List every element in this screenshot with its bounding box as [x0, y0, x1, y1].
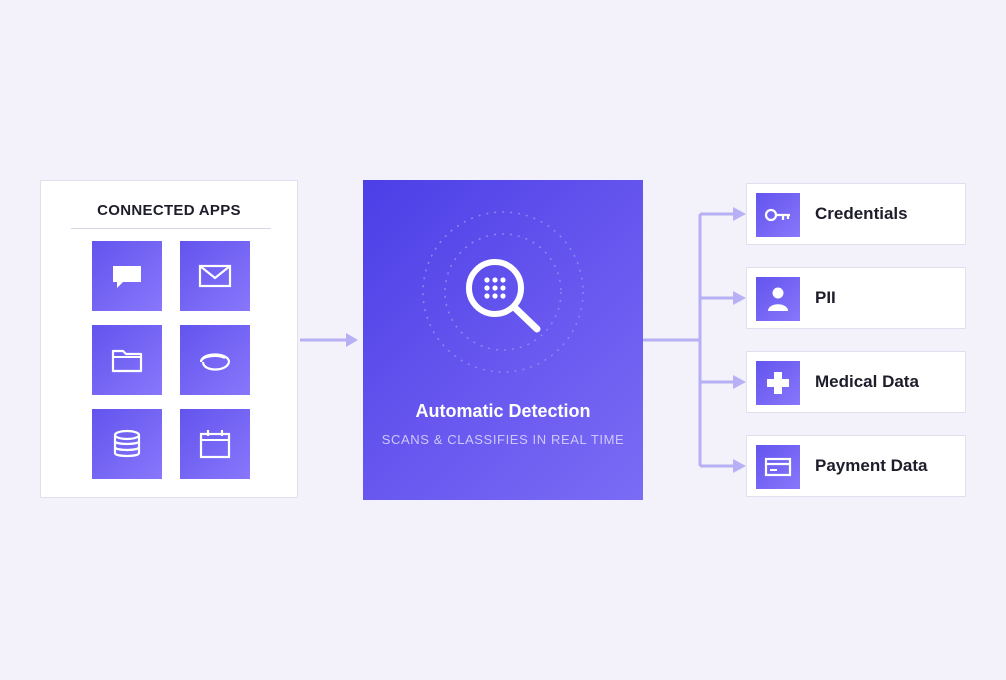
output-card-medical-data[interactable]: Medical Data [746, 351, 966, 413]
output-card-payment-data[interactable]: Payment Data [746, 435, 966, 497]
app-tile-database[interactable] [92, 409, 162, 479]
connected-apps-title: CONNECTED APPS [97, 202, 241, 219]
automatic-detection-block: Automatic Detection SCANS & CLASSIFIES I… [363, 180, 643, 500]
detection-title: Automatic Detection [415, 401, 591, 421]
credentials-arrowhead [733, 207, 746, 221]
connected-apps-panel: CONNECTED APPS [40, 180, 298, 498]
app-tile-mail[interactable] [180, 241, 250, 311]
output-icon-box [756, 193, 800, 237]
output-icon-box [756, 361, 800, 405]
app-tile-chat[interactable] [92, 241, 162, 311]
scan-ring [422, 211, 584, 373]
output-card-credentials[interactable]: Credentials [746, 183, 966, 245]
chat-icon [113, 266, 141, 288]
app-tile-folder[interactable] [92, 325, 162, 395]
database-icon [113, 429, 141, 458]
app-tile-calendar[interactable] [180, 409, 250, 479]
apps-arrowhead [346, 333, 358, 347]
credit-card-icon [764, 457, 792, 477]
detection-subtitle: SCANS & CLASSIFIES IN REAL TIME [381, 432, 625, 447]
output-label: Payment Data [815, 456, 928, 475]
medical-arrowhead [733, 375, 746, 389]
magnifier-icon [466, 259, 541, 333]
pii-arrowhead [733, 291, 746, 305]
connected-apps-divider [71, 228, 271, 229]
output-icon-box [756, 277, 800, 321]
output-label: Credentials [815, 204, 908, 223]
output-label: Medical Data [815, 372, 919, 391]
output-label: PII [815, 288, 836, 307]
person-icon [768, 287, 788, 311]
output-card-pii[interactable]: PII [746, 267, 966, 329]
output-icon-box [756, 445, 800, 489]
cloud-sync-icon [199, 353, 231, 371]
mail-icon [198, 264, 232, 288]
calendar-icon [199, 430, 231, 459]
app-tile-cloud-sync[interactable] [180, 325, 250, 395]
key-icon [764, 208, 790, 222]
folder-icon [111, 349, 143, 373]
payment-arrowhead [733, 459, 746, 473]
medical-cross-icon [767, 372, 789, 394]
